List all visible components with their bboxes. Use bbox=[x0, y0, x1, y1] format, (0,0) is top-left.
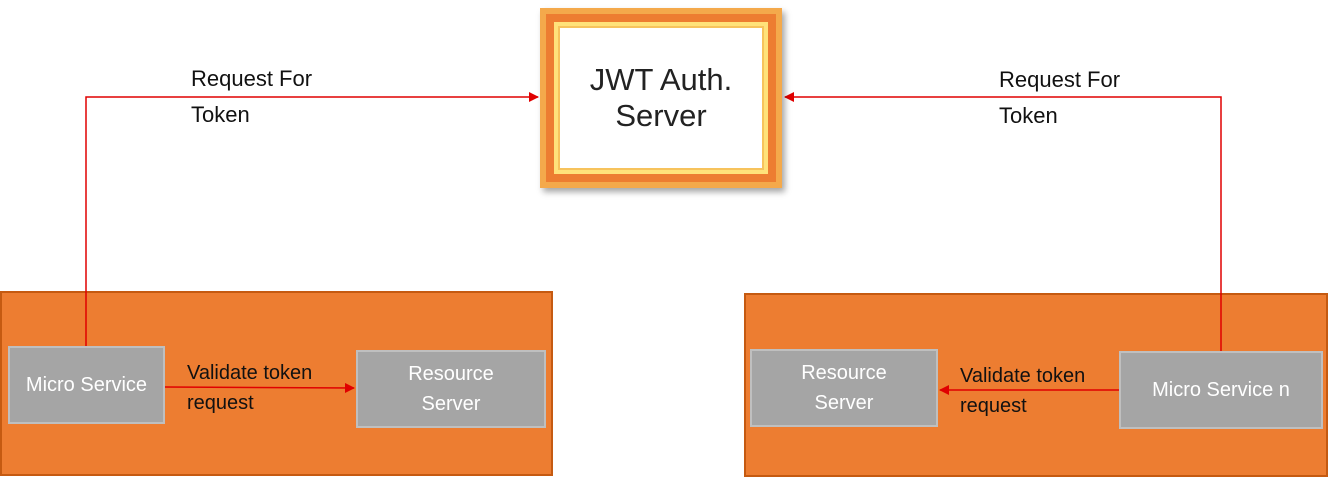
token-request-arrow-right bbox=[784, 92, 1222, 351]
validate-arrow-left bbox=[164, 382, 355, 393]
micro-service-label-right: Micro Service n bbox=[1152, 379, 1290, 401]
jwt-auth-server-box: JWT Auth. Server bbox=[540, 8, 782, 188]
resource-server-node-right: Resource Server bbox=[750, 349, 938, 427]
token-request-arrow-left bbox=[85, 92, 539, 346]
resource-server-label-left: Resource Server bbox=[408, 363, 494, 415]
validate-token-label-left: Validate token request bbox=[187, 362, 313, 414]
jwt-auth-server-inner: JWT Auth. Server bbox=[554, 22, 768, 174]
resource-server-node-left: Resource Server bbox=[356, 350, 546, 428]
resource-server-label-right: Resource Server bbox=[801, 362, 887, 414]
request-token-label-left: Request For Token bbox=[191, 66, 313, 127]
micro-service-node-right: Micro Service n bbox=[1119, 351, 1323, 429]
micro-service-label-left: Micro Service bbox=[25, 374, 148, 396]
micro-service-node-left: Micro Service bbox=[8, 346, 165, 424]
request-token-label-right: Request For Token bbox=[999, 67, 1121, 128]
validate-token-label-right: Validate token request bbox=[960, 365, 1086, 417]
jwt-auth-server-label: JWT Auth. Server bbox=[589, 62, 733, 133]
